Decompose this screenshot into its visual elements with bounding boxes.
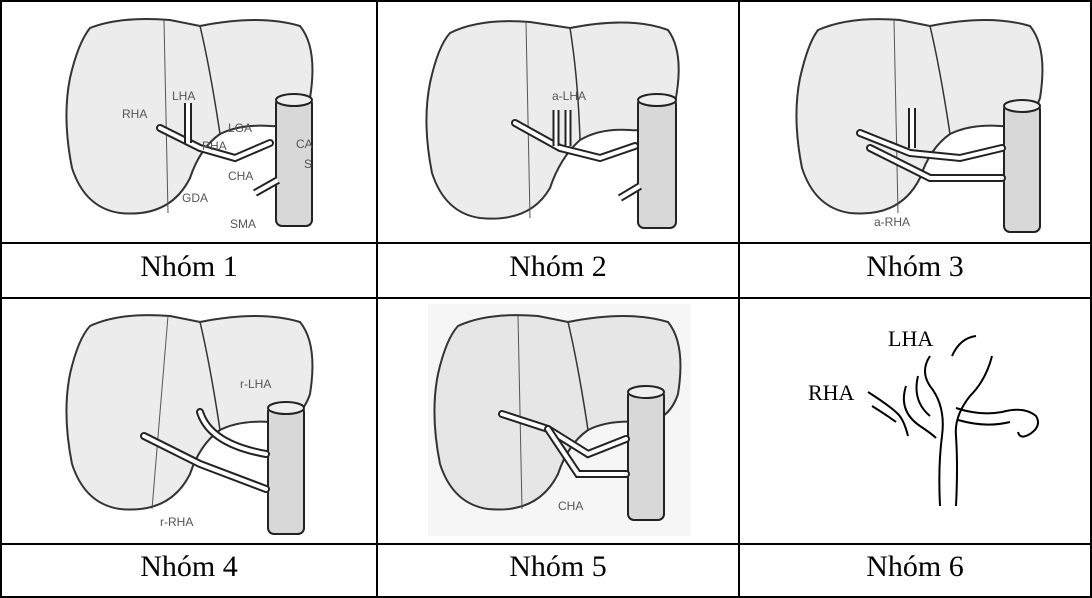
label-ca: CA: [296, 137, 313, 151]
label-a-rha: a-RHA: [874, 215, 910, 229]
table-border-top: [0, 0, 1092, 2]
label-r-rha: r-RHA: [160, 515, 193, 529]
table-border-left: [0, 0, 2, 598]
label-rha: RHA: [808, 380, 855, 405]
diagram-group-5: CHA: [428, 304, 690, 536]
label-pha: PHA: [202, 139, 227, 153]
diagram-group-1: RHA LHA LGA PHA CA CHA GDA SMA S: [60, 8, 320, 236]
table-col-divider: [376, 0, 378, 598]
diagram-group-2: a-LHA: [420, 8, 700, 236]
table-row-divider: [0, 543, 1092, 545]
diagram-group-3: a-RHA: [790, 8, 1060, 236]
label-cha: CHA: [558, 499, 583, 513]
caption-group-5: Nhóm 5: [378, 552, 738, 582]
label-sma: SMA: [230, 217, 256, 231]
label-a-lha: a-LHA: [552, 89, 586, 103]
diagram-group-6: LHA RHA: [780, 316, 1060, 516]
caption-group-2: Nhóm 2: [378, 252, 738, 282]
label-lga: LGA: [228, 121, 252, 135]
caption-group-3: Nhóm 3: [740, 252, 1090, 282]
label-lha: LHA: [888, 326, 933, 351]
caption-group-1: Nhóm 1: [2, 252, 376, 282]
diagram-group-4: r-LHA r-RHA: [60, 304, 320, 536]
table-row-divider: [0, 242, 1092, 244]
label-gda: GDA: [182, 191, 208, 205]
table-col-divider: [738, 0, 740, 598]
label-rha: RHA: [122, 107, 147, 121]
label-lha: LHA: [172, 89, 195, 103]
caption-group-4: Nhóm 4: [2, 552, 376, 582]
label-s: S: [304, 157, 312, 171]
label-r-lha: r-LHA: [240, 377, 271, 391]
label-cha: CHA: [228, 169, 253, 183]
caption-group-6: Nhóm 6: [740, 552, 1090, 582]
table-row-divider: [0, 297, 1092, 299]
